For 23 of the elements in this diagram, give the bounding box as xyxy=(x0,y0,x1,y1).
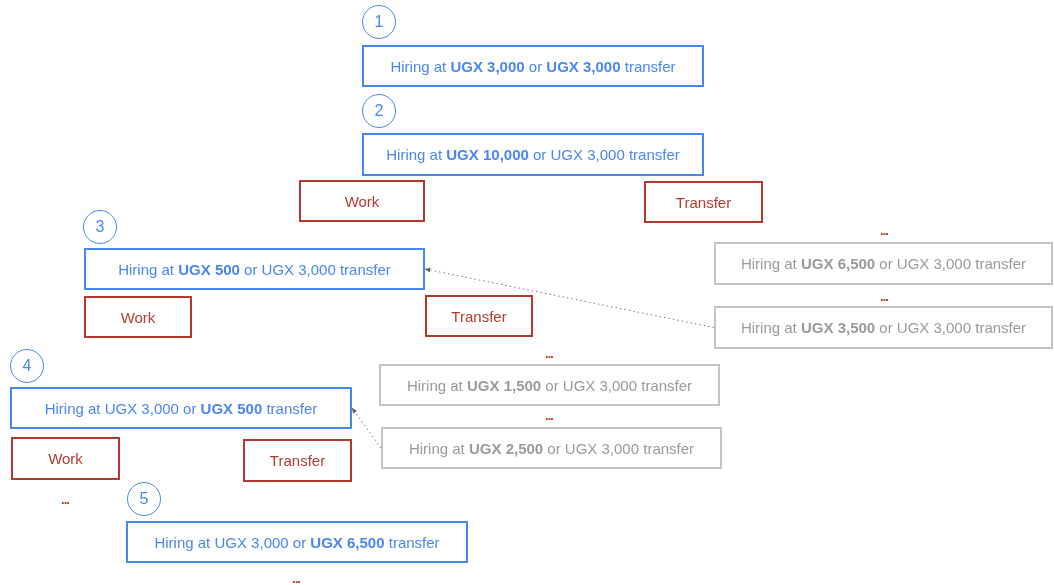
option-box: Hiring at UGX 3,000 or UGX 6,500 transfer xyxy=(126,521,468,563)
alternative-option-box: Hiring at UGX 6,500 or UGX 3,000 transfer xyxy=(714,242,1053,285)
alternative-option-box: Hiring at UGX 2,500 or UGX 3,000 transfer xyxy=(381,427,722,469)
ellipsis-mark: ... xyxy=(292,571,300,585)
choice-box: Transfer xyxy=(243,439,352,482)
choice-box: Work xyxy=(11,437,120,480)
choice-box: Transfer xyxy=(644,181,763,223)
option-box: Hiring at UGX 500 or UGX 3,000 transfer xyxy=(84,248,425,290)
ellipsis-mark: ... xyxy=(880,223,888,237)
ellipsis-mark: ... xyxy=(545,408,553,422)
dotted-arrow xyxy=(351,407,382,449)
ellipsis-mark: ... xyxy=(880,289,888,303)
option-box: Hiring at UGX 10,000 or UGX 3,000 transfer xyxy=(362,133,704,176)
option-box: Hiring at UGX 3,000 or UGX 500 transfer xyxy=(10,387,352,429)
choice-box: Work xyxy=(299,180,425,222)
ellipsis-mark: ... xyxy=(545,346,553,360)
choice-box: Work xyxy=(84,296,192,338)
alternative-option-box: Hiring at UGX 1,500 or UGX 3,000 transfer xyxy=(379,364,720,406)
alternative-option-box: Hiring at UGX 3,500 or UGX 3,000 transfer xyxy=(714,306,1053,349)
option-box: Hiring at UGX 3,000 or UGX 3,000 transfer xyxy=(362,45,704,87)
ellipsis-mark: ... xyxy=(61,492,69,506)
dotted-arrow xyxy=(424,267,715,328)
choice-box: Transfer xyxy=(425,295,533,337)
